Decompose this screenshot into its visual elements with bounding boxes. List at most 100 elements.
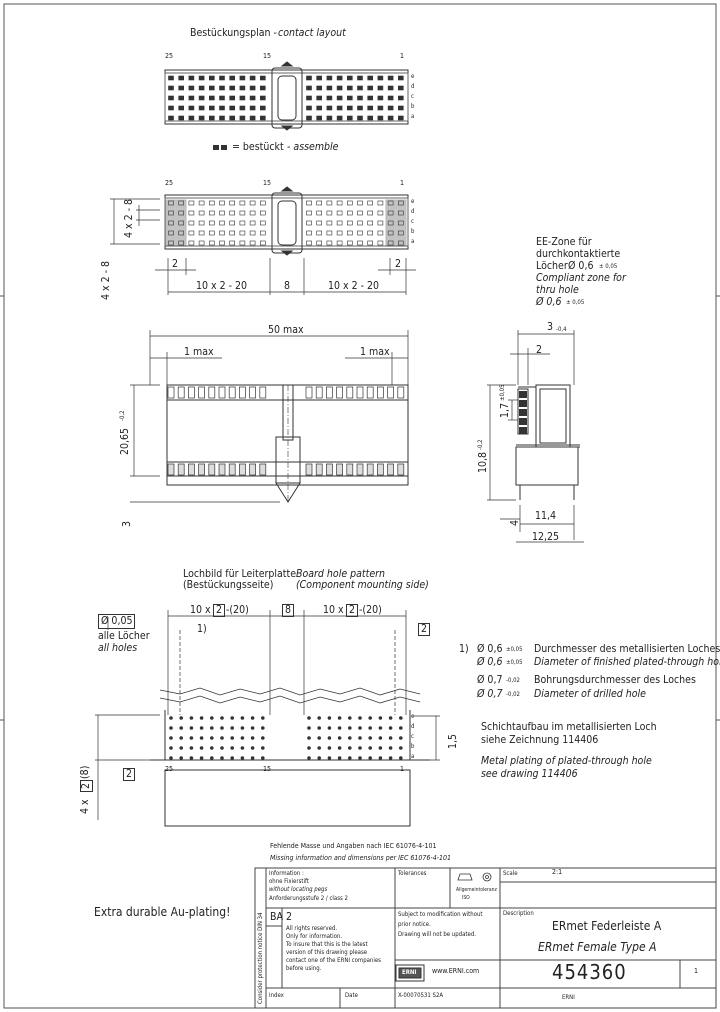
front-pin-bottom <box>177 463 185 476</box>
board-hole <box>317 736 322 740</box>
contact-cell <box>259 105 266 111</box>
note-2-text: Diameter of finished plated-through hole <box>534 656 720 668</box>
contact-cell <box>357 210 363 216</box>
subject-3: Drawing will not be updated. <box>398 931 476 938</box>
front-pin-bottom <box>397 463 405 476</box>
contact-cell <box>239 95 246 101</box>
plating-en-1: Metal plating of plated-through hole <box>481 755 652 767</box>
hole-dim-left-rest: -(20) <box>226 604 249 616</box>
contact-cell <box>336 85 343 91</box>
info-line-2: without locating pegs <box>269 886 328 893</box>
contact-cell <box>387 210 394 216</box>
contact-cell <box>326 115 333 121</box>
note-4-tol: -0,02 <box>506 691 520 698</box>
erni-website[interactable]: www.ERNI.com <box>432 967 480 975</box>
board-hole <box>169 746 173 750</box>
front-pin-bottom <box>188 463 195 476</box>
front-pin-top <box>218 386 226 399</box>
board-hole <box>337 716 342 720</box>
contact-cell <box>209 240 215 246</box>
board-hole <box>327 726 332 730</box>
contact-cell <box>326 240 333 246</box>
contact-cell <box>357 85 363 91</box>
contact-cell <box>198 95 205 101</box>
board-hole <box>358 746 362 750</box>
contact-cell <box>209 95 215 101</box>
row-label: d <box>411 723 415 730</box>
contact-cell <box>229 85 235 91</box>
dim-50-max: 50 max <box>268 324 304 336</box>
contact-cell <box>259 95 266 101</box>
board-hole <box>179 726 183 730</box>
dim-2-left: 2 <box>172 258 179 270</box>
contact-cell <box>219 115 225 121</box>
contact-cell <box>259 75 266 81</box>
hole-pin-25: 25 <box>165 765 174 773</box>
hole-pin-15: 15 <box>263 765 272 773</box>
board-hole <box>220 756 224 760</box>
rights-1: All rights reserved. <box>286 925 338 932</box>
contact-cell <box>219 220 225 226</box>
contact-cell <box>168 95 174 101</box>
contact-cell <box>336 75 343 81</box>
front-pin-bottom <box>315 463 323 476</box>
contact-cell <box>357 115 363 121</box>
contact-cell <box>306 115 312 121</box>
contact-cell <box>178 75 184 81</box>
board-hole <box>378 746 383 750</box>
contact-cell <box>377 210 384 216</box>
contact-cell <box>316 230 323 236</box>
front-pin-bottom <box>259 463 267 476</box>
contact-cell <box>326 200 333 206</box>
contact-cell <box>346 210 353 216</box>
contact-cell <box>209 115 215 121</box>
board-hole <box>169 726 173 730</box>
contact-cell <box>397 240 404 246</box>
board-hole <box>230 736 234 740</box>
contact-cell <box>357 220 363 226</box>
front-pin-top <box>188 386 195 399</box>
contact-cell <box>336 240 343 246</box>
front-pin-top <box>377 386 384 399</box>
hole-datum-box: 2 <box>418 623 431 636</box>
contact-cell <box>229 95 235 101</box>
extra-plating-note: Extra durable Au-plating! <box>94 905 231 919</box>
contact-cell <box>367 200 374 206</box>
row-label: d <box>411 208 415 215</box>
contact-cell <box>239 85 246 91</box>
contact-cell <box>316 240 323 246</box>
contact-cell <box>387 200 394 206</box>
contact-cell <box>367 115 374 121</box>
board-hole <box>327 716 332 720</box>
contact-cell <box>168 115 174 121</box>
board-hole <box>348 736 352 740</box>
contact-cell <box>178 220 184 226</box>
contact-cell <box>168 240 174 246</box>
front-pin-top <box>366 386 374 399</box>
hole-note-mark: 1) <box>197 623 207 635</box>
board-hole <box>210 736 214 740</box>
contact-cell <box>357 230 363 236</box>
contact-cell <box>249 230 256 236</box>
dim-4x-left: 4 x <box>79 799 91 814</box>
ee-zone-5: thru hole <box>536 284 579 296</box>
contact-cell <box>397 200 404 206</box>
contact-cell <box>346 75 353 81</box>
contact-cell <box>377 85 384 91</box>
ee-zone-6: Ø 0,6 <box>536 296 562 308</box>
dim-4x-box: 2 <box>80 779 93 792</box>
board-hole <box>399 726 403 730</box>
subject-1: Subject to modification without <box>398 911 483 918</box>
front-pin-bottom <box>167 463 175 476</box>
part-number: 454360 <box>552 960 627 984</box>
projection-symbol <box>457 872 492 882</box>
contact-cell <box>198 85 205 91</box>
front-pin-top <box>397 386 405 399</box>
dim-3: 3 <box>121 520 133 527</box>
contact-cell <box>306 95 312 101</box>
layout-title-en: contact layout <box>278 27 346 39</box>
front-pin-top <box>305 386 313 399</box>
front-pin-top <box>315 386 323 399</box>
board-hole <box>240 736 245 740</box>
board-hole <box>179 716 183 720</box>
